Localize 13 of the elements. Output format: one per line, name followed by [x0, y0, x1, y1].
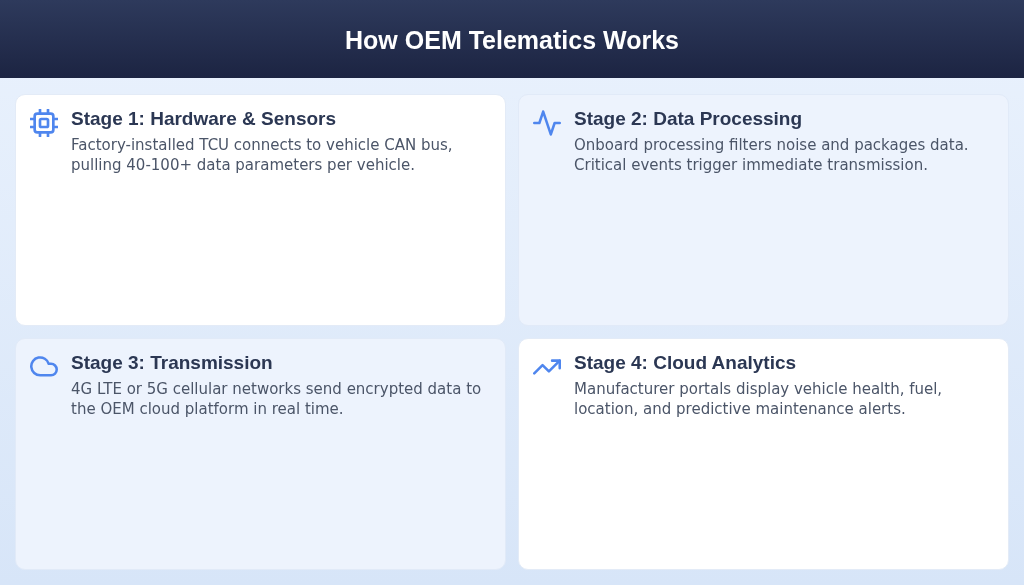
stage-card	[518, 94, 1009, 326]
card-heading: Stage 1: Hardware & Sensors	[71, 107, 337, 131]
stage-card	[518, 338, 1009, 570]
card-description: 4G LTE or 5G cellular networks send encrypted data to the OEM cloud platform in real time.	[71, 379, 483, 419]
card-heading: Stage 3: Transmission	[71, 351, 273, 375]
card-description: Factory-installed TCU connects to vehicle CAN bus, pulling 40-100+ data parameters per vehicle.	[71, 135, 454, 175]
card-heading: Stage 4: Cloud Analytics	[574, 351, 797, 375]
card-heading: Stage 2: Data Processing	[574, 107, 803, 131]
stage-card	[15, 94, 506, 326]
title: How OEM Telematics Works	[344, 25, 680, 55]
card-description: Manufacturer portals display vehicle health, fuel, location, and predictive maintenance alerts.	[574, 379, 944, 419]
stage-card	[15, 338, 506, 570]
card-description: Onboard processing filters noise and packages data. Critical events trigger immediate transmission.	[574, 135, 970, 175]
